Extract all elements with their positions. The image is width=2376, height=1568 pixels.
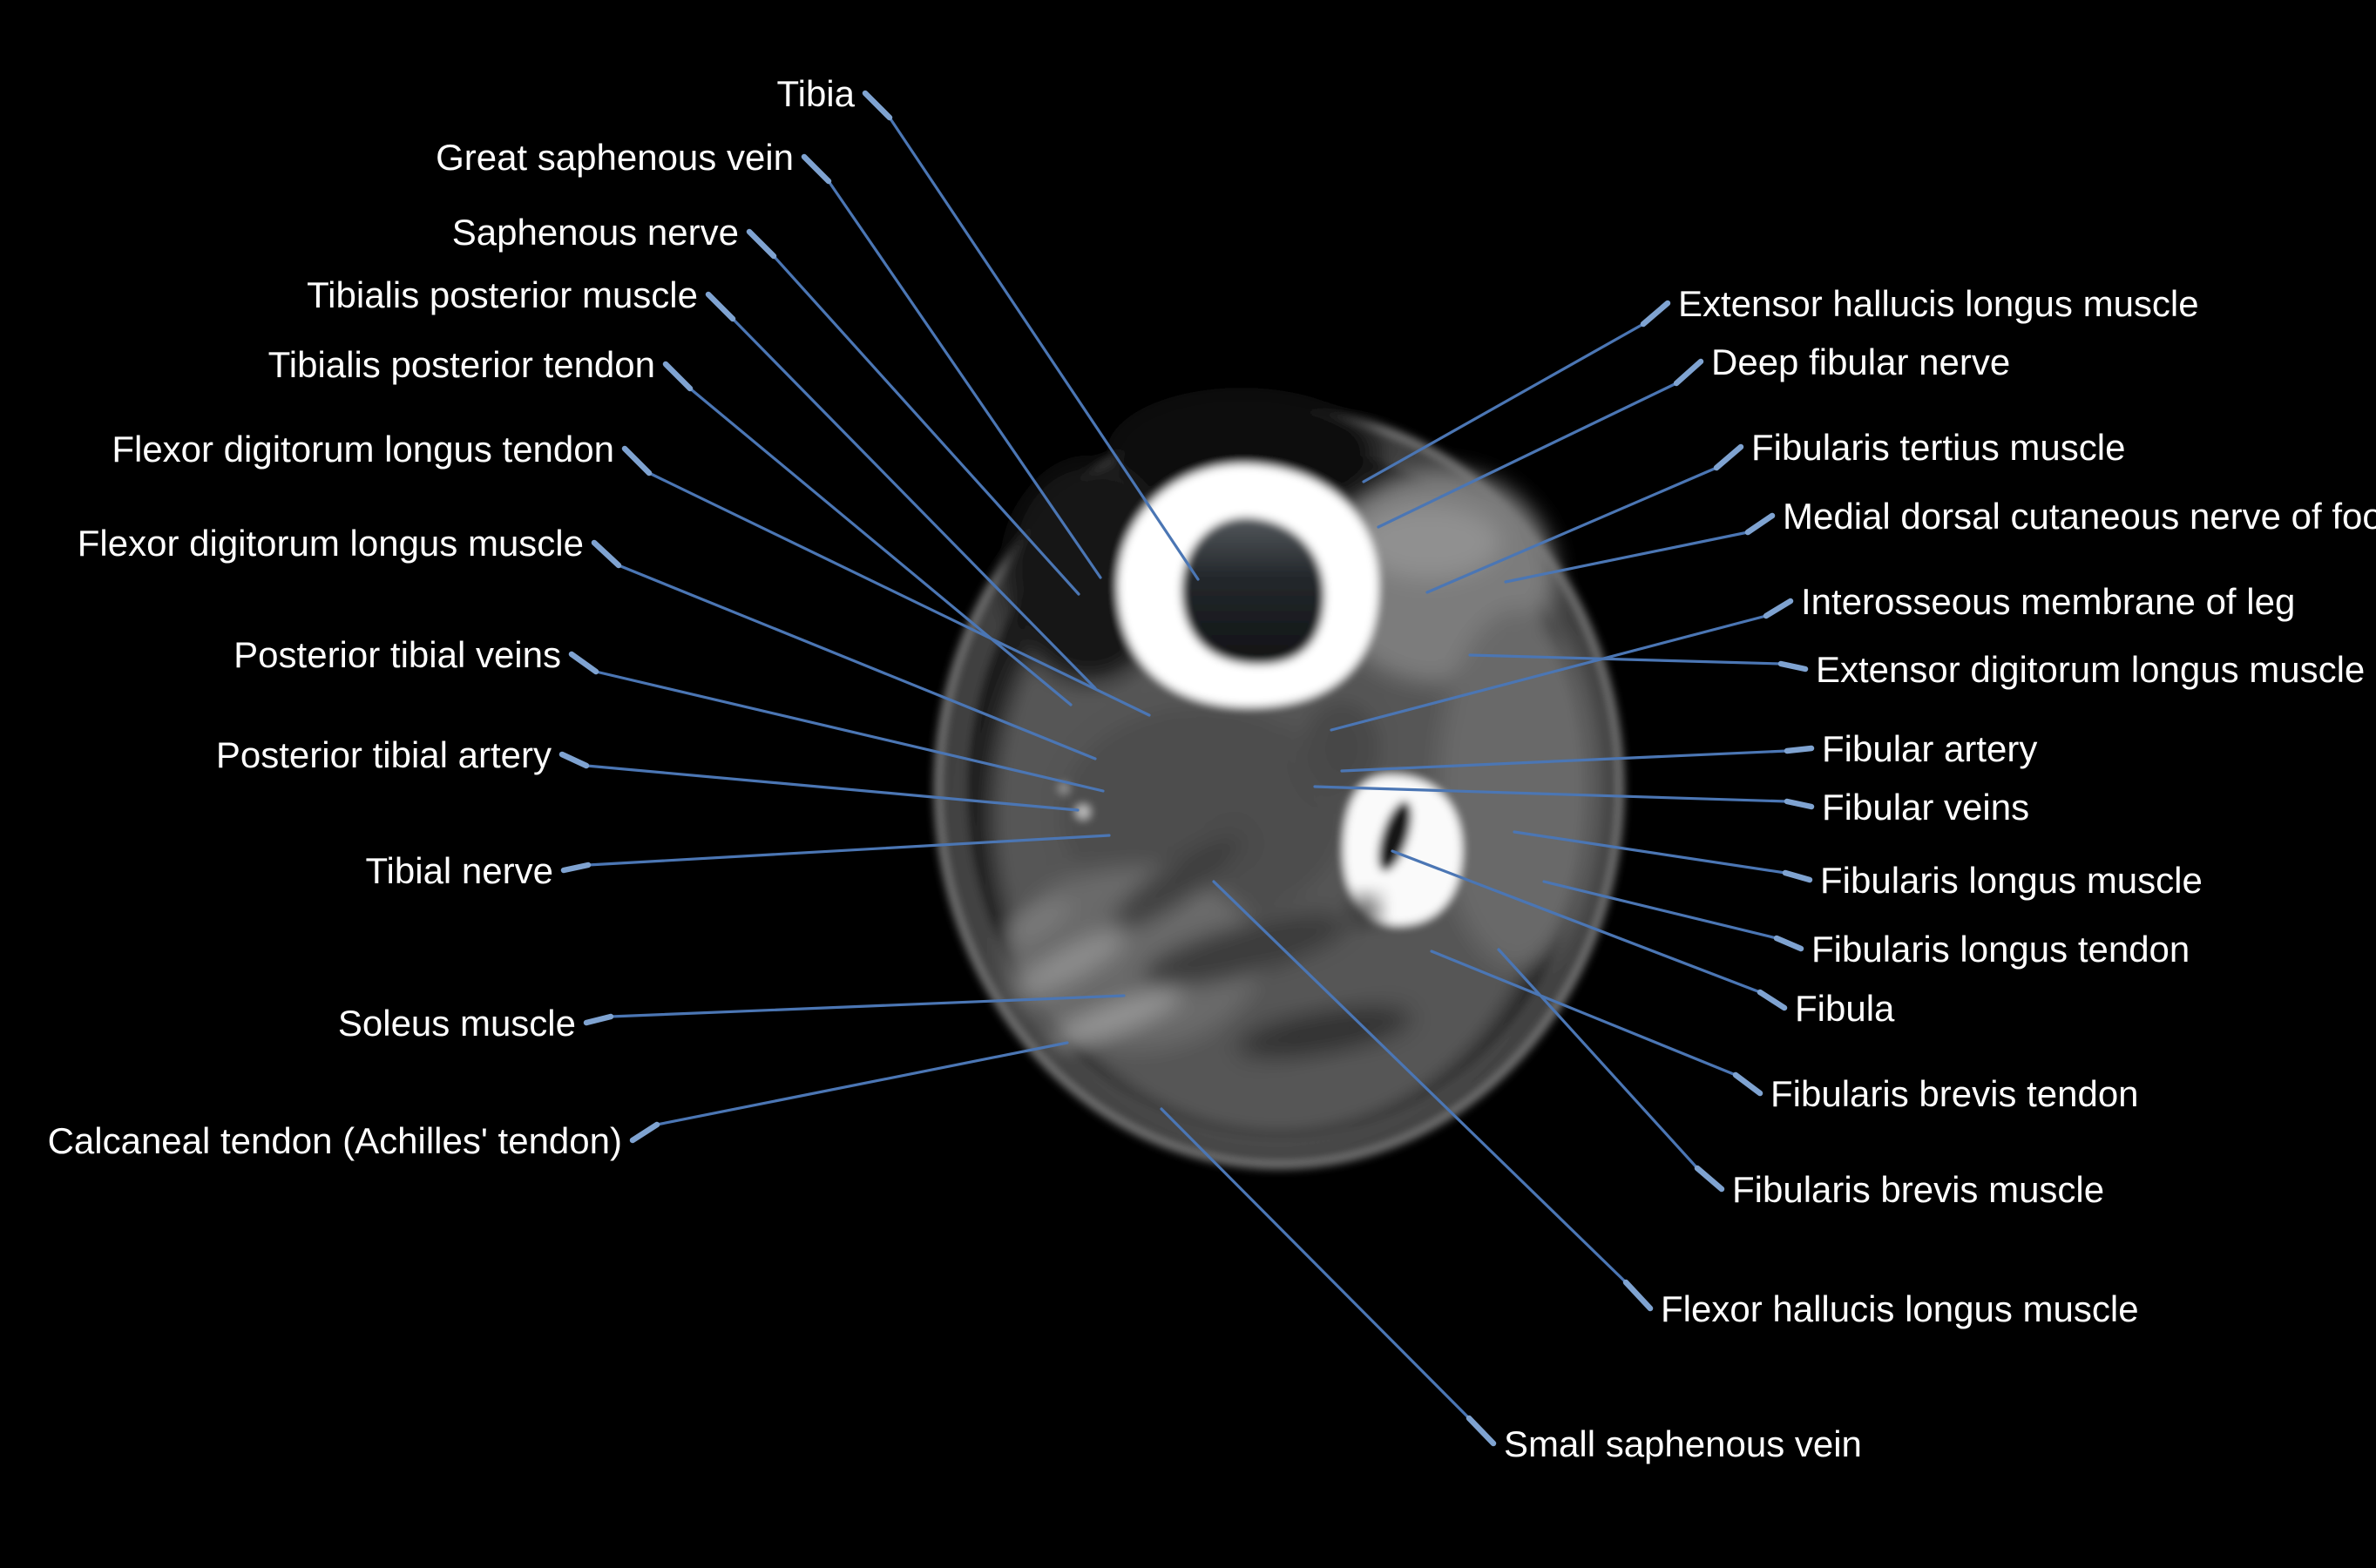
- anatomy-label-fibular-veins: Fibular veins: [1822, 787, 2029, 828]
- leader-tick-tibialis-posterior-tendon: [662, 361, 694, 392]
- anatomy-label-extensor-digitorum-longus-muscle: Extensor digitorum longus muscle: [1816, 649, 2365, 690]
- muscle-streak-bright-1: [1017, 930, 1127, 995]
- ct-scan-image: [934, 388, 1624, 1169]
- fibula-notch: [1350, 897, 1378, 925]
- tibia-marrow: [1181, 517, 1325, 666]
- leader-tick-great-saphenous-vein: [801, 153, 832, 185]
- vessel-dot-bright: [1076, 805, 1090, 819]
- leader-line-tibialis-posterior-muscle: [731, 317, 1097, 690]
- leader-line-posterior-tibial-artery: [585, 764, 1080, 812]
- leader-line-tibial-nerve: [586, 834, 1111, 867]
- leader-tick-tibia: [862, 90, 893, 121]
- leader-line-fibularis-longus-muscle: [1513, 830, 1787, 875]
- anatomy-label-fibula: Fibula: [1795, 988, 1895, 1029]
- leader-tick-medial-dorsal-cutaneous-nerve-of-foot: [1744, 512, 1776, 536]
- leader-line-small-saphenous-vein: [1160, 1107, 1471, 1420]
- leader-line-medial-dorsal-cutaneous-nerve-of-foot: [1504, 531, 1750, 584]
- leader-tick-fibularis-brevis-tendon: [1732, 1071, 1763, 1097]
- anatomy-label-calcaneal-tendon: Calcaneal tendon (Achilles' tendon): [48, 1120, 622, 1161]
- leader-tick-posterior-tibial-veins: [568, 651, 599, 675]
- leader-line-fibularis-brevis-tendon: [1430, 950, 1737, 1077]
- anatomy-label-saphenous-nerve: Saphenous nerve: [452, 212, 739, 253]
- muscle-streak-bright-2: [1051, 990, 1183, 1045]
- anatomy-label-fibularis-longus-muscle: Fibularis longus muscle: [1820, 860, 2203, 901]
- posteromedial-region: [1006, 867, 1259, 1050]
- anatomy-label-medial-dorsal-cutaneous-nerve-of-foot: Medial dorsal cutaneous nerve of foot: [1783, 496, 2376, 537]
- anatomy-label-flexor-digitorum-longus-tendon: Flexor digitorum longus tendon: [112, 429, 614, 470]
- anatomy-label-small-saphenous-vein: Small saphenous vein: [1504, 1423, 1862, 1464]
- leader-line-extensor-digitorum-longus-muscle: [1468, 653, 1783, 666]
- leader-line-deep-fibular-nerve: [1377, 382, 1678, 529]
- leader-line-posterior-tibial-veins: [594, 670, 1105, 793]
- leader-tick-posterior-tibial-artery: [558, 751, 590, 769]
- leader-tick-deep-fibular-nerve: [1673, 358, 1704, 387]
- leader-line-saphenous-nerve: [772, 254, 1080, 596]
- anatomy-label-tibialis-posterior-muscle: Tibialis posterior muscle: [307, 274, 698, 315]
- anatomy-label-tibialis-posterior-tendon: Tibialis posterior tendon: [268, 344, 655, 385]
- leader-line-flexor-digitorum-longus-muscle: [617, 564, 1097, 760]
- leader-line-fibularis-brevis-muscle: [1497, 948, 1699, 1170]
- muscle-streak-bright-3: [1006, 899, 1071, 944]
- leader-tick-calcaneal-tendon: [629, 1121, 660, 1144]
- anatomy-label-flexor-hallucis-longus-muscle: Flexor hallucis longus muscle: [1661, 1288, 2139, 1329]
- leader-line-flexor-hallucis-longus-muscle: [1212, 880, 1628, 1284]
- leader-line-fibula: [1391, 849, 1762, 994]
- leader-line-soleus-muscle: [609, 994, 1126, 1018]
- leader-tick-extensor-digitorum-longus-muscle: [1777, 660, 1809, 672]
- interosseous-gap: [1305, 702, 1378, 793]
- fibula-marrow: [1378, 801, 1412, 872]
- leader-line-tibialis-posterior-tendon: [688, 387, 1073, 706]
- leader-tick-flexor-hallucis-longus-muscle: [1622, 1279, 1654, 1312]
- leader-line-fibularis-tertius-muscle: [1425, 466, 1718, 594]
- leader-tick-soleus-muscle: [583, 1013, 614, 1026]
- leader-line-fibular-artery: [1340, 749, 1789, 773]
- anatomy-label-fibularis-brevis-tendon: Fibularis brevis tendon: [1770, 1073, 2139, 1114]
- leader-tick-fibularis-tertius-muscle: [1713, 443, 1744, 471]
- leader-tick-extensor-hallucis-longus-muscle: [1640, 300, 1671, 328]
- leader-tick-small-saphenous-vein: [1466, 1415, 1497, 1447]
- anatomy-label-flexor-digitorum-longus-muscle: Flexor digitorum longus muscle: [78, 523, 584, 564]
- leader-tick-tibialis-posterior-muscle: [705, 291, 736, 322]
- leader-tick-flexor-digitorum-longus-muscle: [591, 539, 622, 569]
- leader-tick-interosseous-membrane-of-leg: [1763, 598, 1794, 619]
- muscle-streak-dark-2: [1238, 1008, 1411, 1057]
- leader-line-tibia: [888, 116, 1200, 581]
- anterior-compartment-highlight: [1357, 505, 1500, 578]
- leader-line-extensor-hallucis-longus-muscle: [1362, 322, 1645, 483]
- lateral-gray-band: [1438, 610, 1598, 967]
- vessel-dot-dim: [1059, 783, 1069, 794]
- leader-tick-saphenous-nerve: [746, 228, 777, 260]
- anatomy-label-great-saphenous-vein: Great saphenous vein: [436, 137, 794, 178]
- anatomy-label-soleus-muscle: Soleus muscle: [338, 1003, 576, 1044]
- anatomy-label-fibular-artery: Fibular artery: [1822, 728, 2037, 769]
- anatomy-label-posterior-tibial-artery: Posterior tibial artery: [216, 734, 552, 775]
- leader-line-fibular-veins: [1313, 785, 1789, 803]
- leader-tick-fibular-artery: [1784, 745, 1815, 754]
- leader-line-interosseous-membrane-of-leg: [1330, 614, 1768, 732]
- leader-tick-fibula: [1757, 989, 1788, 1011]
- leader-tick-fibularis-longus-muscle: [1782, 869, 1813, 883]
- anatomy-label-tibial-nerve: Tibial nerve: [365, 850, 553, 891]
- muscle-streak-dark-3: [1113, 834, 1243, 929]
- leader-tick-fibularis-longus-tendon: [1773, 935, 1804, 952]
- leader-line-fibularis-longus-tendon: [1542, 880, 1778, 940]
- leader-tick-flexor-digitorum-longus-tendon: [621, 445, 653, 476]
- muscle-streak-dark-1: [1144, 915, 1348, 984]
- leader-tick-tibial-nerve: [560, 862, 592, 874]
- anatomy-label-extensor-hallucis-longus-muscle: Extensor hallucis longus muscle: [1678, 283, 2199, 324]
- anatomy-label-tibia: Tibia: [777, 73, 856, 114]
- anatomy-label-fibularis-longus-tendon: Fibularis longus tendon: [1811, 929, 2190, 970]
- leader-tick-fibularis-brevis-muscle: [1694, 1165, 1725, 1193]
- anatomy-label-deep-fibular-nerve: Deep fibular nerve: [1711, 341, 2010, 382]
- anatomy-label-fibularis-brevis-muscle: Fibularis brevis muscle: [1732, 1169, 2104, 1210]
- leader-line-great-saphenous-vein: [827, 179, 1102, 579]
- anatomy-label-interosseous-membrane-of-leg: Interosseous membrane of leg: [1801, 581, 2295, 622]
- leader-tick-fibular-veins: [1784, 798, 1815, 810]
- leader-line-calcaneal-tendon: [655, 1041, 1069, 1126]
- anatomy-label-fibularis-tertius-muscle: Fibularis tertius muscle: [1751, 427, 2125, 468]
- anatomy-label-posterior-tibial-veins: Posterior tibial veins: [234, 634, 561, 675]
- leader-line-flexor-digitorum-longus-tendon: [647, 471, 1151, 717]
